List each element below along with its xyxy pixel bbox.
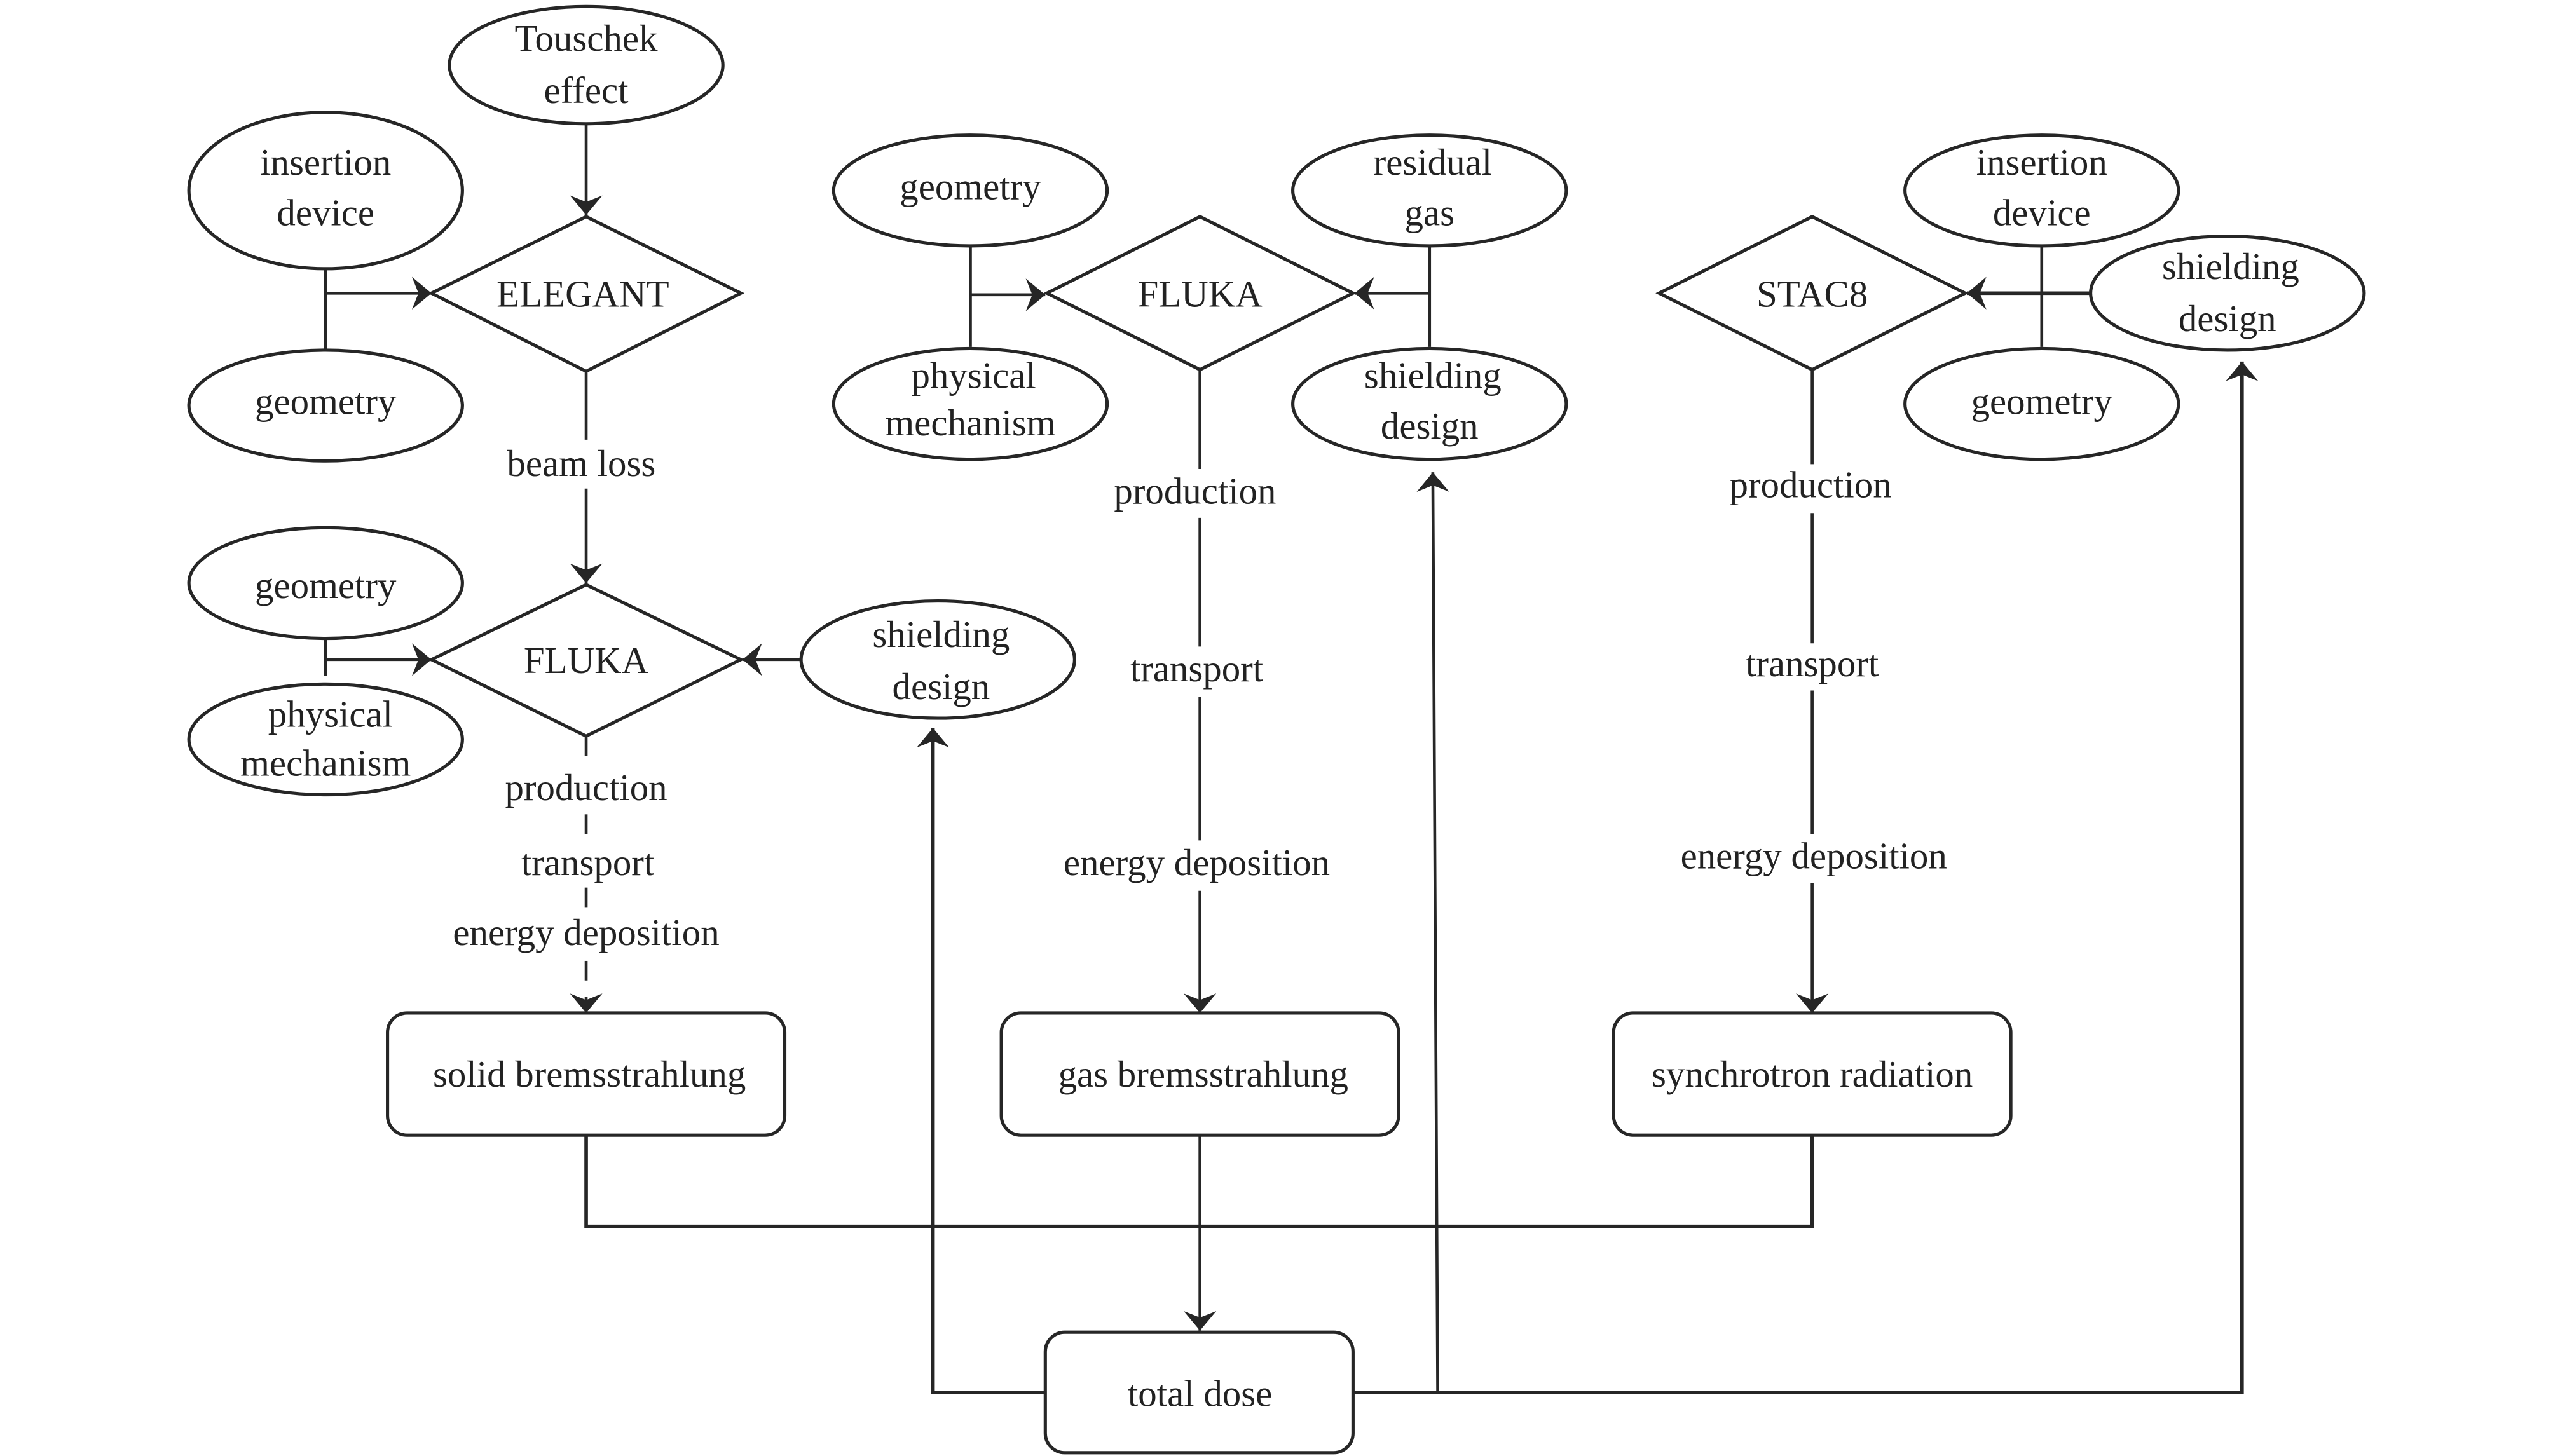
node-geometry-2[interactable]: geometry xyxy=(187,526,464,641)
node-fluka-1[interactable]: FLUKA xyxy=(427,583,745,738)
node-touschek-effect[interactable]: Touschek effect xyxy=(448,4,725,126)
node-label: geometry xyxy=(255,564,397,606)
node-residual-gas[interactable]: residual gas xyxy=(1291,133,1568,248)
node-label: design xyxy=(1381,405,1479,447)
connectors xyxy=(324,122,2259,1394)
node-label: design xyxy=(893,665,990,707)
node-label: FLUKA xyxy=(524,639,649,681)
edge-label-production: production xyxy=(505,766,667,808)
node-label: gas xyxy=(1405,191,1455,233)
node-geometry-1[interactable]: geometry xyxy=(187,348,464,463)
node-label: insertion xyxy=(1976,141,2107,183)
node-label: device xyxy=(277,191,374,233)
node-label: Touschek xyxy=(515,17,658,59)
edge-label-transport: transport xyxy=(1130,648,1264,690)
node-label: physical xyxy=(911,355,1036,397)
edge-label-beam-loss: beam loss xyxy=(507,442,655,484)
node-solid-bremsstrahlung[interactable]: solid bremsstrahlung xyxy=(386,1011,787,1137)
edge-label-production: production xyxy=(1114,470,1276,512)
node-physical-mechanism-1[interactable]: physical mechanism xyxy=(187,682,464,797)
node-label: STAC8 xyxy=(1756,273,1868,315)
node-label: geometry xyxy=(1971,381,2113,423)
node-label: device xyxy=(1993,191,2091,233)
node-shielding-design-3[interactable]: shielding design xyxy=(2089,235,2366,352)
node-label: residual xyxy=(1374,141,1492,183)
edge-totaldose-shield2 xyxy=(1353,472,1449,1394)
node-label: ELEGANT xyxy=(496,273,669,315)
edge-label-energy-deposition: energy deposition xyxy=(1681,835,1947,877)
edge-totaldose-shield3 xyxy=(1437,361,2259,1394)
node-label: geometry xyxy=(900,165,1041,207)
node-label: synchrotron radiation xyxy=(1652,1053,1973,1095)
node-label: mechanism xyxy=(240,742,411,784)
node-label: mechanism xyxy=(885,402,1055,444)
node-geometry-3[interactable]: geometry xyxy=(832,133,1109,248)
edge-totaldose-shield1 xyxy=(916,728,1046,1394)
node-label: effect xyxy=(544,69,629,111)
node-label: gas bremsstrahlung xyxy=(1058,1053,1348,1095)
node-insertion-device-1[interactable]: insertion device xyxy=(187,111,464,271)
node-label: shielding xyxy=(1364,355,1502,397)
node-label: shielding xyxy=(872,613,1010,655)
node-label: geometry xyxy=(255,381,397,423)
node-gas-bremsstrahlung[interactable]: gas bremsstrahlung xyxy=(999,1011,1400,1137)
edge-label-production: production xyxy=(1730,463,1892,505)
node-label: insertion xyxy=(260,141,391,183)
edge-labels: beam loss production transport energy de… xyxy=(453,442,1947,953)
node-shielding-design-1[interactable]: shielding design xyxy=(799,599,1076,720)
node-label: FLUKA xyxy=(1137,273,1263,315)
node-label: physical xyxy=(268,693,393,735)
edge-label-energy-deposition: energy deposition xyxy=(1064,841,1330,883)
node-label: solid bremsstrahlung xyxy=(433,1053,746,1095)
node-shielding-design-2[interactable]: shielding design xyxy=(1291,346,1568,461)
node-fluka-2[interactable]: FLUKA xyxy=(1043,214,1357,372)
edge-label-transport: transport xyxy=(1746,643,1879,684)
node-geometry-4[interactable]: geometry xyxy=(1903,346,2180,461)
node-label: shielding xyxy=(2162,245,2299,287)
node-label: total dose xyxy=(1128,1372,1272,1414)
node-label: design xyxy=(2179,297,2276,339)
node-insertion-device-2[interactable]: insertion device xyxy=(1903,133,2180,248)
node-physical-mechanism-2[interactable]: physical mechanism xyxy=(832,346,1109,461)
node-elegant[interactable]: ELEGANT xyxy=(427,214,745,374)
node-stac8[interactable]: STAC8 xyxy=(1655,214,1969,372)
node-total-dose[interactable]: total dose xyxy=(1043,1330,1355,1455)
node-synchrotron-radiation[interactable]: synchrotron radiation xyxy=(1612,1011,2013,1137)
edge-label-transport: transport xyxy=(521,841,655,883)
edge-label-energy-deposition: energy deposition xyxy=(453,911,719,953)
